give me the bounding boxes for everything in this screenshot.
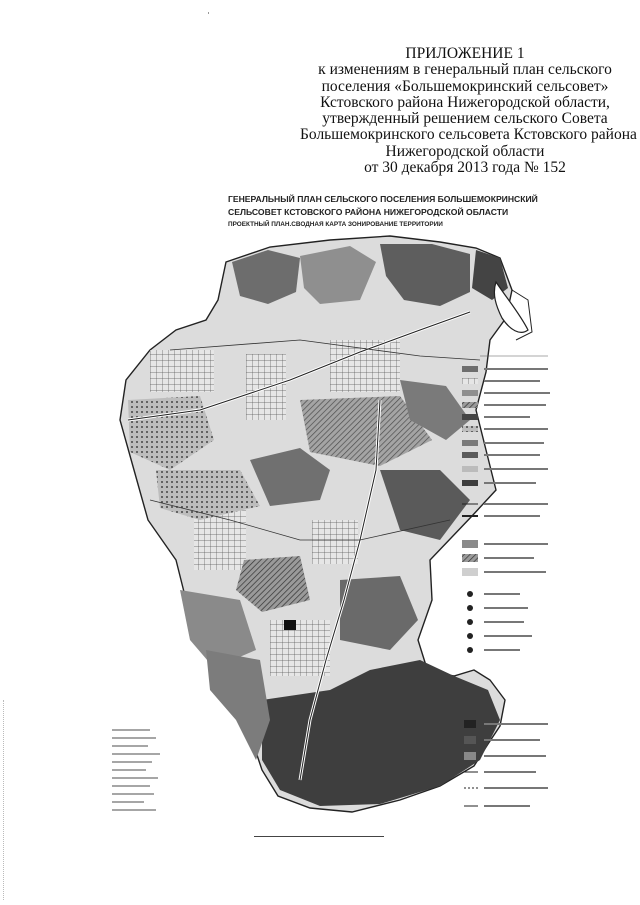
road <box>127 311 471 421</box>
settlement-zone <box>330 340 400 392</box>
map-title-block: ГЕНЕРАЛЬНЫЙ ПЛАН СЕЛЬСКОГО ПОСЕЛЕНИЯ БОЛ… <box>228 193 548 230</box>
settlement-list-legend <box>112 729 160 811</box>
road <box>299 399 381 781</box>
appendix-line: утвержденный решением сельского Совета <box>322 110 608 128</box>
agricultural-zone <box>236 556 310 612</box>
agricultural-zone <box>156 470 260 520</box>
river <box>493 280 529 333</box>
settlement-zone <box>194 510 246 570</box>
scan-edge-dots <box>3 700 5 900</box>
settlement-zone <box>312 520 358 564</box>
forest-zone <box>380 470 470 540</box>
appendix-date: от 30 декабря 2013 года № 152 <box>364 159 566 177</box>
appendix-line: Нижегородской области <box>385 142 545 160</box>
appendix-title: ПРИЛОЖЕНИЕ 1 <box>405 45 525 62</box>
forest-zone <box>380 244 470 306</box>
scan-mark <box>208 12 209 14</box>
settlement-zone <box>270 620 330 676</box>
settlement-center-marker <box>284 620 296 630</box>
appendix-header: ПРИЛОЖЕНИЕ 1 к изменениям в генеральный … <box>300 45 637 177</box>
road <box>169 339 481 361</box>
forest-zone <box>206 650 270 760</box>
appendix-line: поселения «Большемокринский сельсовет» <box>321 77 609 95</box>
industrial-zone <box>400 380 470 440</box>
river <box>511 289 533 341</box>
map-legend <box>462 355 550 807</box>
forest-zone <box>180 590 256 668</box>
forest-zone <box>232 250 300 304</box>
agricultural-zone <box>128 396 214 470</box>
forest-zone <box>340 576 418 650</box>
forest-zone <box>250 448 330 506</box>
forest-zone <box>300 246 376 304</box>
map-title-line2: СЕЛЬСОВЕТ КСТОВСКОГО РАЙОНА НИЖЕГОРОДСКО… <box>228 207 509 217</box>
road <box>149 499 451 541</box>
forest-zone <box>262 660 500 806</box>
agricultural-zone <box>300 396 432 466</box>
map-title-line1: ГЕНЕРАЛЬНЫЙ ПЛАН СЕЛЬСКОГО ПОСЕЛЕНИЯ БОЛ… <box>228 194 538 204</box>
appendix-line: Большемокринского сельсовета Кстовского … <box>300 126 637 144</box>
footer-rule <box>254 836 384 837</box>
appendix-line: к изменениям в генеральный план сельског… <box>318 61 612 79</box>
settlement-zone <box>150 350 214 392</box>
map-subtitle: ПРОЕКТНЫЙ ПЛАН.СВОДНАЯ КАРТА ЗОНИРОВАНИЕ… <box>228 221 443 228</box>
appendix-line: Кстовского района Нижегородской области, <box>320 93 610 111</box>
